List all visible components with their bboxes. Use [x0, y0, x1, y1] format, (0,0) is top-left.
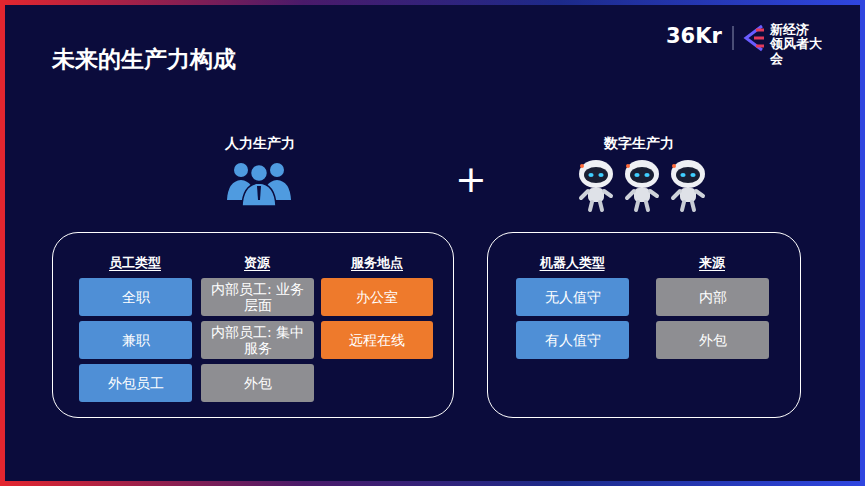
category-box: 兼职 — [79, 321, 192, 359]
group-panel: 数字生产力机器人类型来源无人值守内部有人值守外包 — [487, 232, 801, 418]
column-heading: 来源 — [699, 255, 725, 272]
category-box: 办公室 — [321, 278, 433, 316]
category-box: 外包员工 — [79, 364, 192, 402]
column-heading: 资源 — [244, 255, 270, 272]
logo-subtitle: 新经济 领风者大会 — [770, 23, 822, 66]
category-box: 内部员工: 集中服务 — [201, 321, 314, 359]
category-box: 无人值守 — [516, 278, 629, 316]
box-label: 内部员工: 业务层面 — [205, 281, 310, 313]
category-box: 远程在线 — [321, 321, 433, 359]
column-heading: 服务地点 — [351, 255, 403, 272]
logo-divider — [733, 26, 734, 50]
plus-sign: + — [455, 158, 487, 202]
column-heading: 员工类型 — [109, 255, 161, 272]
category-box: 外包 — [656, 321, 769, 359]
category-box: 外包 — [201, 364, 314, 402]
category-box: 内部 — [656, 278, 769, 316]
category-box: 内部员工: 业务层面 — [201, 278, 314, 316]
category-box: 全职 — [79, 278, 192, 316]
box-label: 外包 — [244, 375, 272, 391]
panel-heading: 数字生产力 — [604, 135, 674, 153]
people-icon — [227, 163, 291, 206]
robot-icons — [579, 160, 705, 210]
box-label: 无人值守 — [545, 289, 601, 305]
box-label: 内部员工: 集中服务 — [205, 324, 310, 356]
box-label: 有人值守 — [545, 332, 601, 348]
box-label: 办公室 — [356, 289, 398, 305]
logo-text: 36Kr — [666, 24, 722, 48]
group-panel: 人力生产力员工类型资源服务地点全职内部员工: 业务层面办公室兼职内部员工: 集中… — [52, 232, 454, 418]
title: 未来的生产力构成 — [52, 44, 236, 75]
category-box: 有人值守 — [516, 321, 629, 359]
box-label: 内部 — [699, 289, 727, 305]
box-label: 远程在线 — [349, 332, 405, 348]
box-label: 兼职 — [122, 332, 150, 348]
box-label: 外包员工 — [108, 375, 164, 391]
box-label: 外包 — [699, 332, 727, 348]
box-label: 全职 — [122, 289, 150, 305]
column-heading: 机器人类型 — [540, 255, 605, 272]
panel-heading: 人力生产力 — [225, 135, 295, 153]
logo-mark — [746, 26, 764, 50]
